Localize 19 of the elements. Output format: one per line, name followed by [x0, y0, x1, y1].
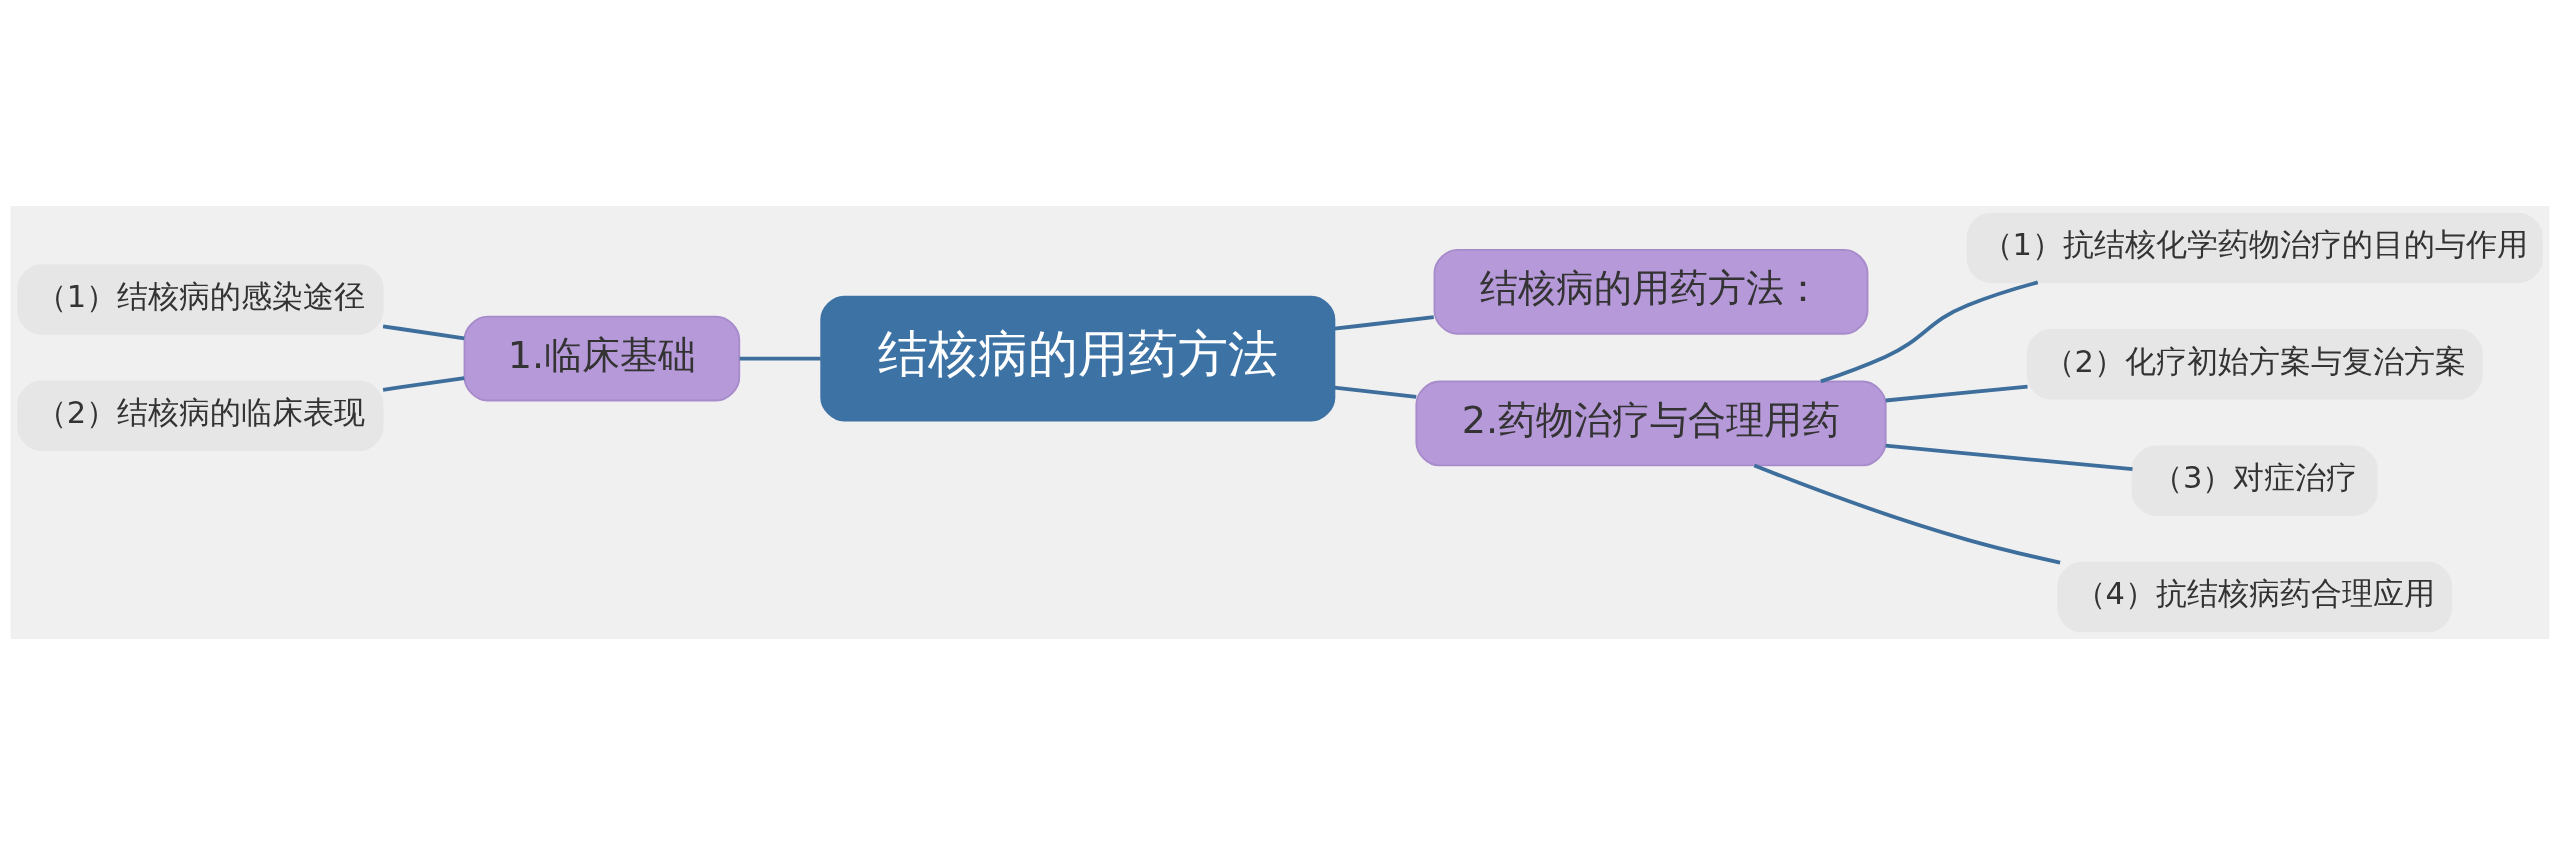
- node-box: 1.临床基础: [463, 315, 741, 402]
- connector: [1334, 315, 1434, 331]
- node-box: 2.药物治疗与合理用药: [1415, 380, 1887, 467]
- connector: [1885, 443, 2133, 472]
- connector: [382, 324, 465, 341]
- connector: [1885, 384, 2028, 403]
- node-box: （1）抗结核化学药物治疗的目的与作用: [1966, 212, 2543, 284]
- node-box: （2）结核病的临床表现: [17, 380, 384, 452]
- connector: [382, 376, 465, 392]
- connector: [739, 356, 821, 361]
- node-box: （3）对症治疗: [2131, 445, 2378, 516]
- node-box: 结核病的用药方法: [820, 295, 1336, 422]
- node-box: （2）化疗初始方案与复治方案: [2026, 329, 2483, 400]
- node-box: （1）结核病的感染途径: [17, 264, 384, 335]
- connector: [1334, 385, 1417, 399]
- node-box: 结核病的用药方法：: [1433, 248, 1869, 335]
- connector: [1820, 280, 2039, 384]
- connector: [1753, 463, 2061, 565]
- node-box: （4）抗结核病药合理应用: [2057, 561, 2453, 633]
